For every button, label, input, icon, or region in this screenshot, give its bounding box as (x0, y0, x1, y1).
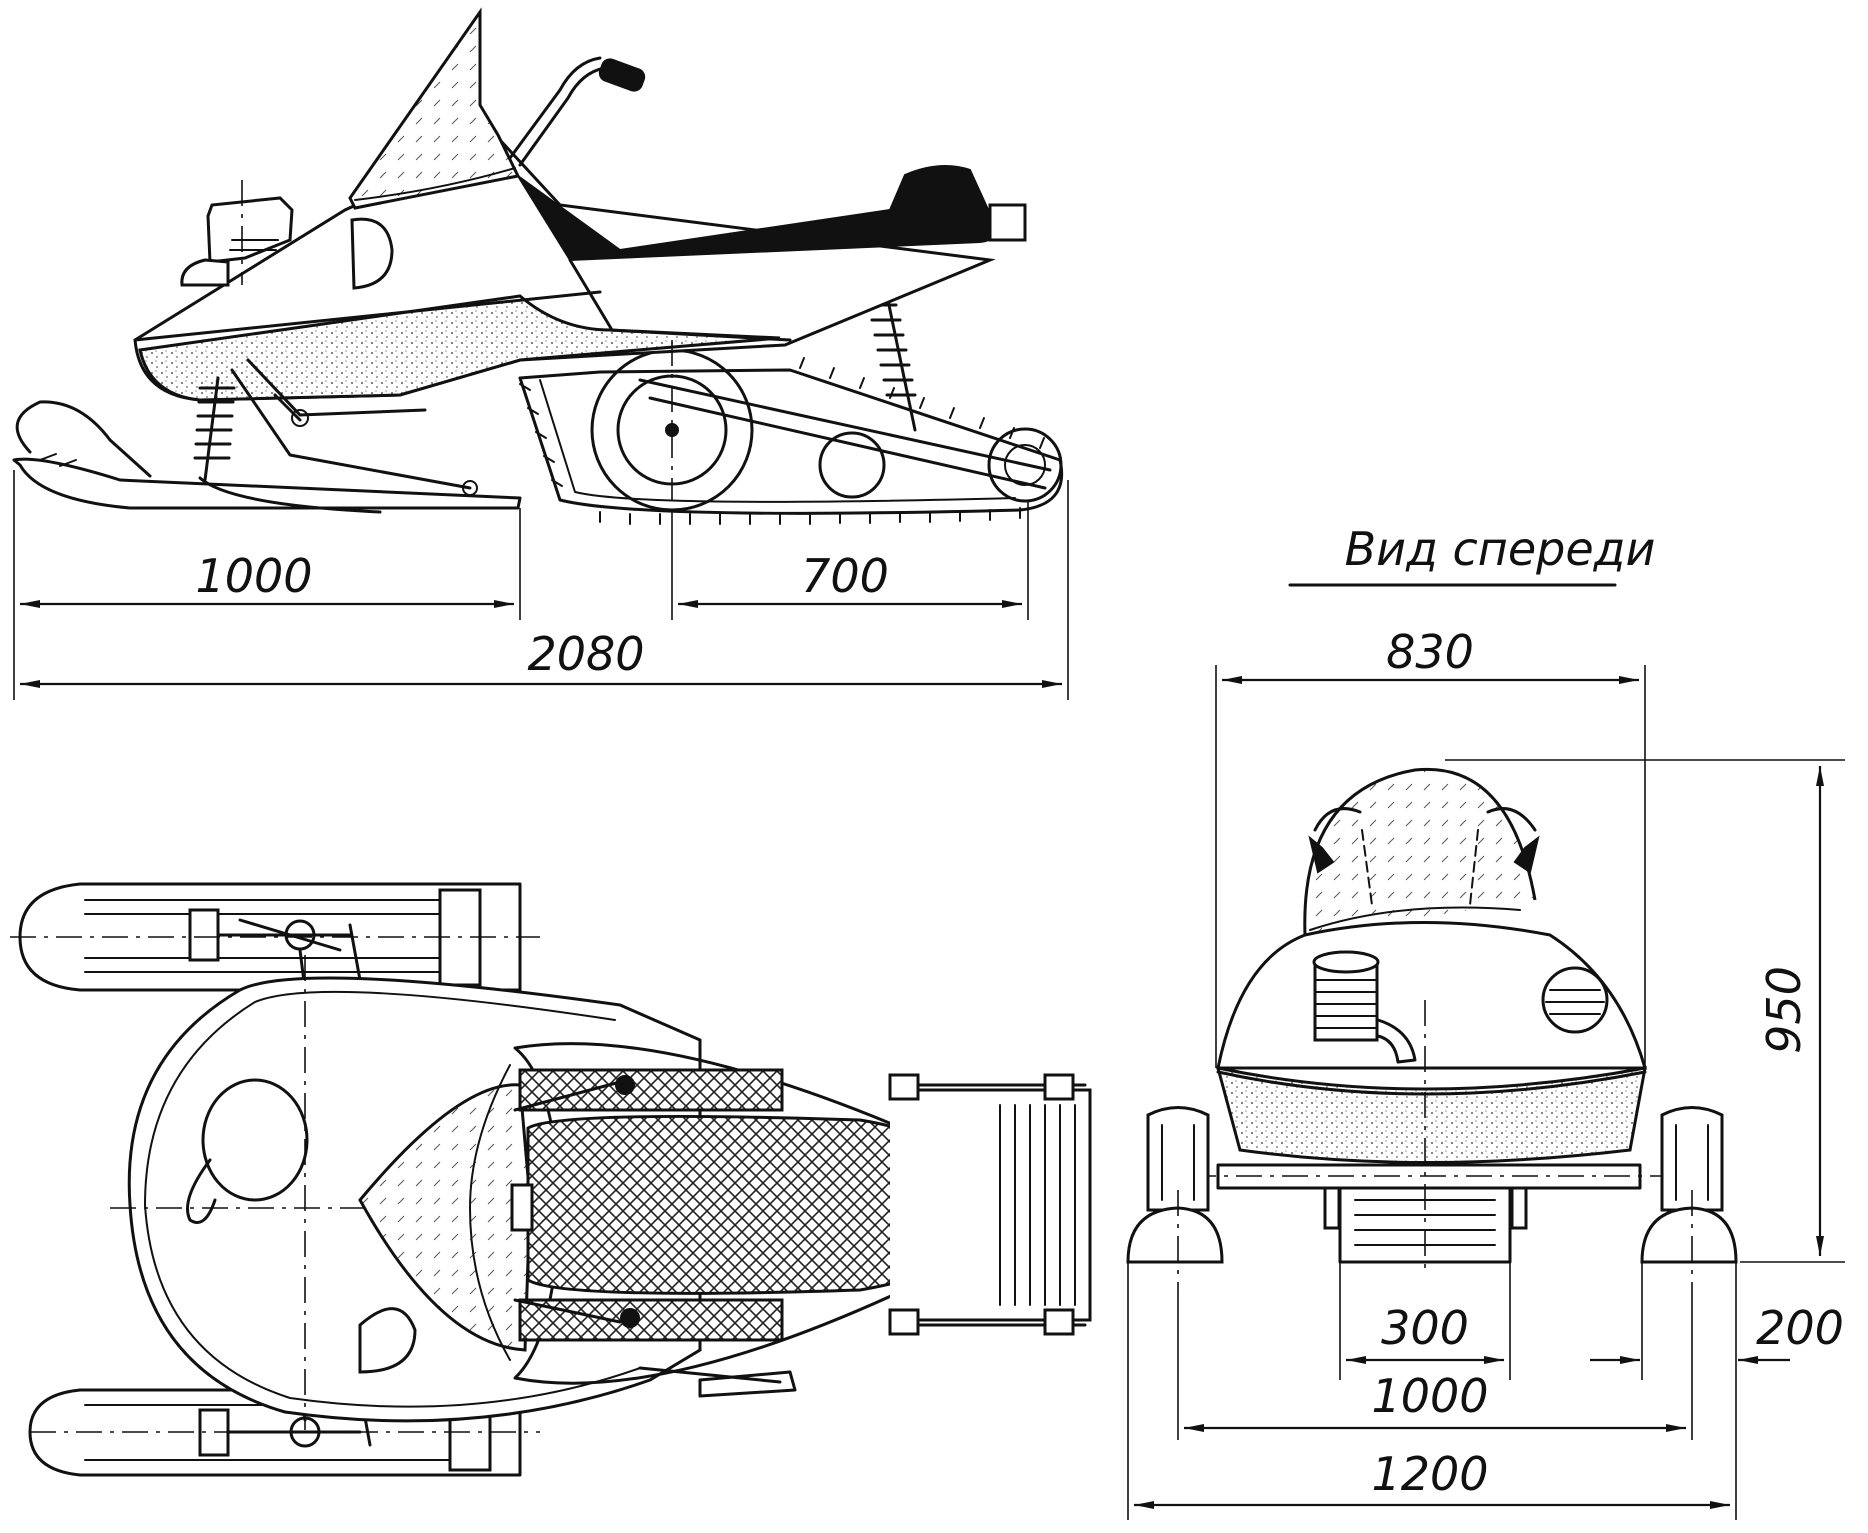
front-ski-assembly (1126, 1106, 1738, 1290)
side-headlight (350, 217, 394, 290)
side-track (518, 348, 1064, 525)
dim-height: 950 (1757, 966, 1811, 1054)
front-ski-right (1640, 1106, 1738, 1290)
top-ski-upper (10, 882, 540, 992)
front-windshield (1303, 767, 1537, 936)
bogie-wheel (818, 431, 886, 499)
dim-track-base: 700 (801, 549, 889, 603)
dim-overall-length: 2080 (527, 627, 644, 681)
dim-overall-width: 1200 (1371, 1447, 1488, 1501)
dim-ski-length: 1000 (195, 549, 312, 603)
front-track (1323, 1000, 1528, 1270)
side-centerlines (241, 180, 673, 500)
front-headlight (1541, 966, 1609, 1034)
tail-light (988, 203, 1027, 242)
side-view (12, 7, 1064, 525)
top-view (10, 882, 1092, 1477)
dim-ski-width: 200 (1756, 1301, 1844, 1355)
front-view-title: Вид спереди (1345, 522, 1656, 576)
front-dimensions: 830 950 300 200 1000 1200 (1127, 625, 1845, 1520)
front-suspension (193, 358, 478, 496)
side-ski (12, 400, 522, 514)
side-dimensions: 1000 700 2080 (13, 470, 1069, 700)
side-handlebar (508, 56, 646, 167)
left-grip (1313, 807, 1362, 832)
track-lugs (519, 357, 1045, 525)
front-ski-left (1126, 1106, 1224, 1290)
dim-body-width: 830 (1386, 625, 1474, 679)
dim-track-width: 300 (1381, 1301, 1469, 1355)
right-grip (1486, 807, 1537, 832)
dim-ski-track: 1000 (1371, 1369, 1488, 1423)
idler-wheel (987, 427, 1063, 503)
side-windshield (348, 7, 521, 210)
top-headlight (358, 1307, 417, 1374)
front-air-box (1312, 950, 1417, 1064)
top-track (888, 1073, 1092, 1336)
side-hull (133, 138, 996, 402)
front-hood (1215, 921, 1647, 1164)
front-view: Вид спереди (1126, 522, 1738, 1290)
top-air-filter (201, 1078, 309, 1202)
side-seat (517, 165, 1027, 332)
